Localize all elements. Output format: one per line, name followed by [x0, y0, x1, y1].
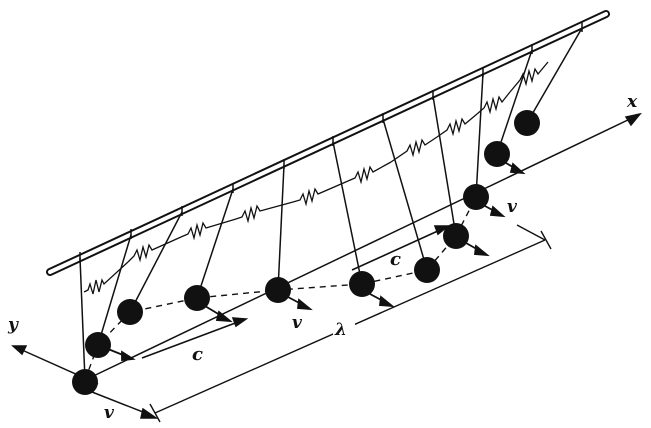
y-axis: y	[7, 315, 99, 385]
wavelength-dimension: λ	[149, 224, 552, 423]
wave-speed-label-upper: c	[390, 249, 401, 270]
wave-speed-arrow-upper: c	[351, 225, 451, 271]
velocity-label-right: v	[507, 197, 518, 217]
wave-speed-arrow-lower: c	[141, 317, 249, 365]
coupling-springs	[83, 61, 549, 295]
y-axis-label: y	[7, 315, 19, 335]
bob-11	[514, 110, 540, 136]
velocity-label-origin: v	[104, 403, 115, 423]
x-axis-label: x	[626, 92, 638, 112]
bob-6	[349, 271, 375, 297]
bob-10	[484, 141, 510, 167]
bob-9	[463, 184, 489, 210]
bob-1	[72, 369, 98, 395]
wavelength-label: λ	[334, 320, 347, 340]
bob-2	[85, 332, 111, 358]
bob-velocity-arrows	[107, 162, 526, 361]
bob-4	[184, 285, 210, 311]
bob-3	[117, 299, 143, 325]
pendulum-bobs	[72, 110, 540, 395]
velocity-arrow-origin: v	[91, 391, 159, 423]
support-rod	[46, 10, 610, 276]
bob-8	[443, 223, 469, 249]
pendulum-strings	[79, 27, 583, 381]
velocity-label-center: v	[292, 313, 303, 333]
wave-speed-label-lower: c	[192, 344, 203, 365]
bob-7	[414, 257, 440, 283]
bob-5	[265, 277, 291, 303]
x-axis: x	[84, 92, 642, 381]
